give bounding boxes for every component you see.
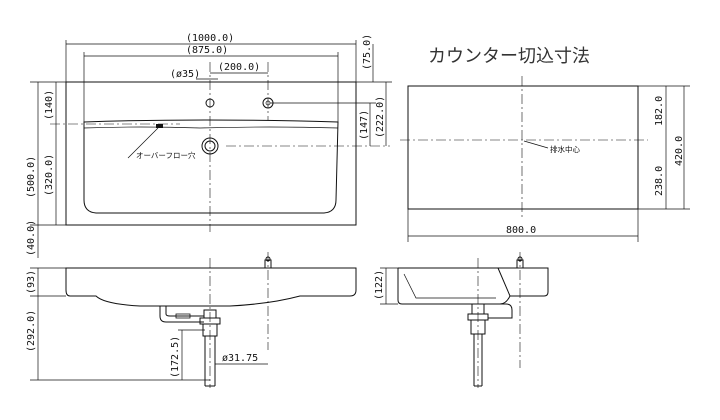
dim-faucet-dia: (ø35): [170, 69, 200, 80]
dim-cutout-238: 238.0: [654, 166, 665, 196]
front-basin-body: [65, 267, 357, 307]
dim-height-40: (40.0): [26, 220, 37, 256]
dim-cutout-420: 420.0: [674, 136, 685, 166]
dim-drain-dia: ø31.75: [222, 353, 258, 364]
dim-height-75: (75.0): [362, 34, 373, 70]
overflow-hole-label: オーバーフロー穴: [136, 150, 196, 160]
bowl-outline: [83, 119, 339, 214]
dim-front-93: (93): [26, 270, 37, 294]
dim-height-500: (500.0): [26, 156, 37, 198]
cutout-outline: [407, 85, 639, 210]
dim-width-875: (875.0): [186, 45, 228, 56]
dim-faucet-spacing: (200.0): [218, 62, 260, 73]
dim-front-292: (292.0): [26, 310, 37, 352]
dim-side-122: (122): [374, 270, 385, 300]
dim-height-222: (222.0): [375, 96, 386, 138]
front-view: (93) (292.0) (172.5) ø31.75: [26, 252, 357, 388]
drain-center-leader: [523, 140, 549, 149]
dim-front-172: (172.5): [170, 336, 181, 378]
overflow-leader: [127, 127, 159, 159]
dim-height-140: (140): [44, 90, 55, 120]
dim-height-320: (320.0): [44, 154, 55, 196]
basin-outline: [65, 81, 357, 226]
bowl-rim-line: [83, 126, 339, 129]
top-view: オーバーフロー穴 (1000.0) (875.0) (200.0) (ø35) …: [26, 33, 392, 258]
side-view: (122): [374, 252, 549, 388]
dim-width-1000: (1000.0): [186, 33, 234, 44]
dim-height-147: (147): [359, 110, 370, 140]
overflow-hole-mark: [156, 124, 163, 128]
cutout-view: 排水中心 800.0 182.0 238.0 420.0: [400, 76, 690, 242]
cutout-dimensions-title: カウンター切込寸法: [428, 46, 590, 67]
dim-cutout-width: 800.0: [506, 225, 536, 236]
drain-center-label: 排水中心: [550, 144, 580, 154]
dim-cutout-182: 182.0: [654, 96, 665, 126]
